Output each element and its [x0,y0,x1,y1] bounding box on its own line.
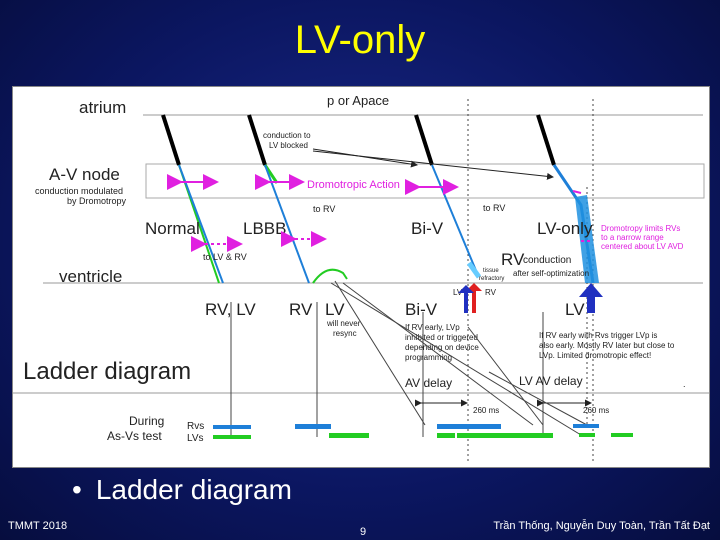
note-dromotropic-action: Dromotropic Action [307,179,400,191]
rvs-label: Rvs [187,421,204,432]
note-will-never: will never [326,319,361,328]
note-after-self-opt: after self-optimization [513,269,589,278]
label-av-node: A-V node [49,165,120,184]
ladder-title: Ladder diagram [23,358,191,385]
footer-left: TMMT 2018 [8,520,68,532]
note-biv-3: depending on device [405,343,479,352]
label-p-or-apace: p or Apace [327,93,389,108]
note-lvonly-2: also early. Mostly RV later but close to [539,341,675,350]
note-rv-big: RV [501,250,525,269]
note-dromo-limits-3: centered about LV AVD [601,242,684,251]
atrial-activation [247,114,267,166]
vent-normal: RV, LV [205,300,256,319]
mode-lvonly: LV-only [537,219,593,238]
note-dromo-limits-2: to a narrow range [601,233,664,242]
note-conduction-to: conduction to [263,131,311,140]
lvs-bar [329,433,369,438]
note-biv-2: inhibited or triggered [405,333,478,342]
rvs-bar [437,424,501,429]
note-lvonly-1: If RV early with Rvs trigger LVp is [539,331,657,340]
label-ventricle: ventricle [59,267,122,286]
ladder-diagram-panel: atrium A-V node conduction modulated by … [12,86,710,468]
note-lv-blocked: LV blocked [269,141,308,150]
rvs-bar [213,425,251,429]
note-biv-1: If RV early, LVp [405,323,460,332]
during-label-1: During [129,414,164,428]
rvs-bar [573,424,599,428]
vent-biv-lv: LV [453,288,463,297]
vent-biv-rv: RV [485,288,497,297]
diagonal-line [467,326,544,426]
note-to-lv-rv: to LV & RV [203,252,247,262]
vent-lbbb-rv: RV [289,300,313,319]
diagonal-line [342,282,534,426]
bullet-item: • Ladder diagram [72,474,292,506]
atrial-activation [414,114,434,166]
note-refractory: refractory [479,276,504,282]
note-conduction: conduction [523,255,571,266]
bullet-text: Ladder diagram [95,474,292,505]
note-dromo-limits-1: Dromotropy limits RVs [601,224,680,233]
lv-av-delay-label: LV AV delay [519,374,583,388]
rvs-bar [295,424,331,429]
during-label-2: As-Vs test [107,429,162,443]
note-to-rv-2: to RV [483,203,505,213]
av-node-band [145,163,705,199]
av-delay-label: AV delay [405,376,452,390]
diagonal-line [330,282,582,436]
lv-pace-arrow [458,285,474,313]
label-av-sub1: conduction modulated [35,186,123,196]
atrial-activation [536,114,556,166]
note-biv-4: programming [405,353,452,362]
vent-biv: Bi-V [405,300,438,319]
note-resync: resync [333,329,357,338]
vent-lvonly: LV [565,300,585,319]
dromo-tick [572,190,582,194]
ms-260-b: 260 ms [583,406,609,415]
note-lvonly-3: LVp. Limited dromotropic effect! [539,351,651,360]
label-atrium: atrium [79,98,126,117]
lbbb-lv-late [312,268,348,284]
label-av-sub2: by Dromotropy [67,196,127,206]
mode-lbbb: LBBB [243,219,286,238]
note-to-rv-1: to RV [313,204,335,214]
diagonal-line [334,280,426,426]
atrial-activation [161,114,181,166]
page-number: 9 [360,526,367,538]
lvs-bar [437,433,455,438]
lvonly-pace-arrow [579,283,603,313]
mode-normal: Normal [145,219,200,238]
vent-lbbb-lv: LV [325,300,345,319]
biv-refractory [466,261,482,279]
lvs-bar [457,433,553,438]
lvs-label: LVs [187,433,204,444]
footer-authors: Trần Thống, Nguyễn Duy Toàn, Trần Tất Đạ… [493,520,710,532]
lvs-bar [579,433,595,437]
dot-mark: . [683,379,686,389]
pointer-line [312,150,554,180]
lvs-bar [611,433,633,437]
mode-biv: Bi-V [411,219,444,238]
note-tissue: tissue [483,268,499,274]
slide-title: LV-only [294,18,426,62]
lvonly-rv-range [575,195,599,283]
bullet-dot-icon: • [72,474,82,505]
ladder-diagram: atrium A-V node conduction modulated by … [13,93,709,463]
diagonal-line [488,371,588,426]
lvs-bar [213,435,251,439]
ms-260-a: 260 ms [473,406,499,415]
